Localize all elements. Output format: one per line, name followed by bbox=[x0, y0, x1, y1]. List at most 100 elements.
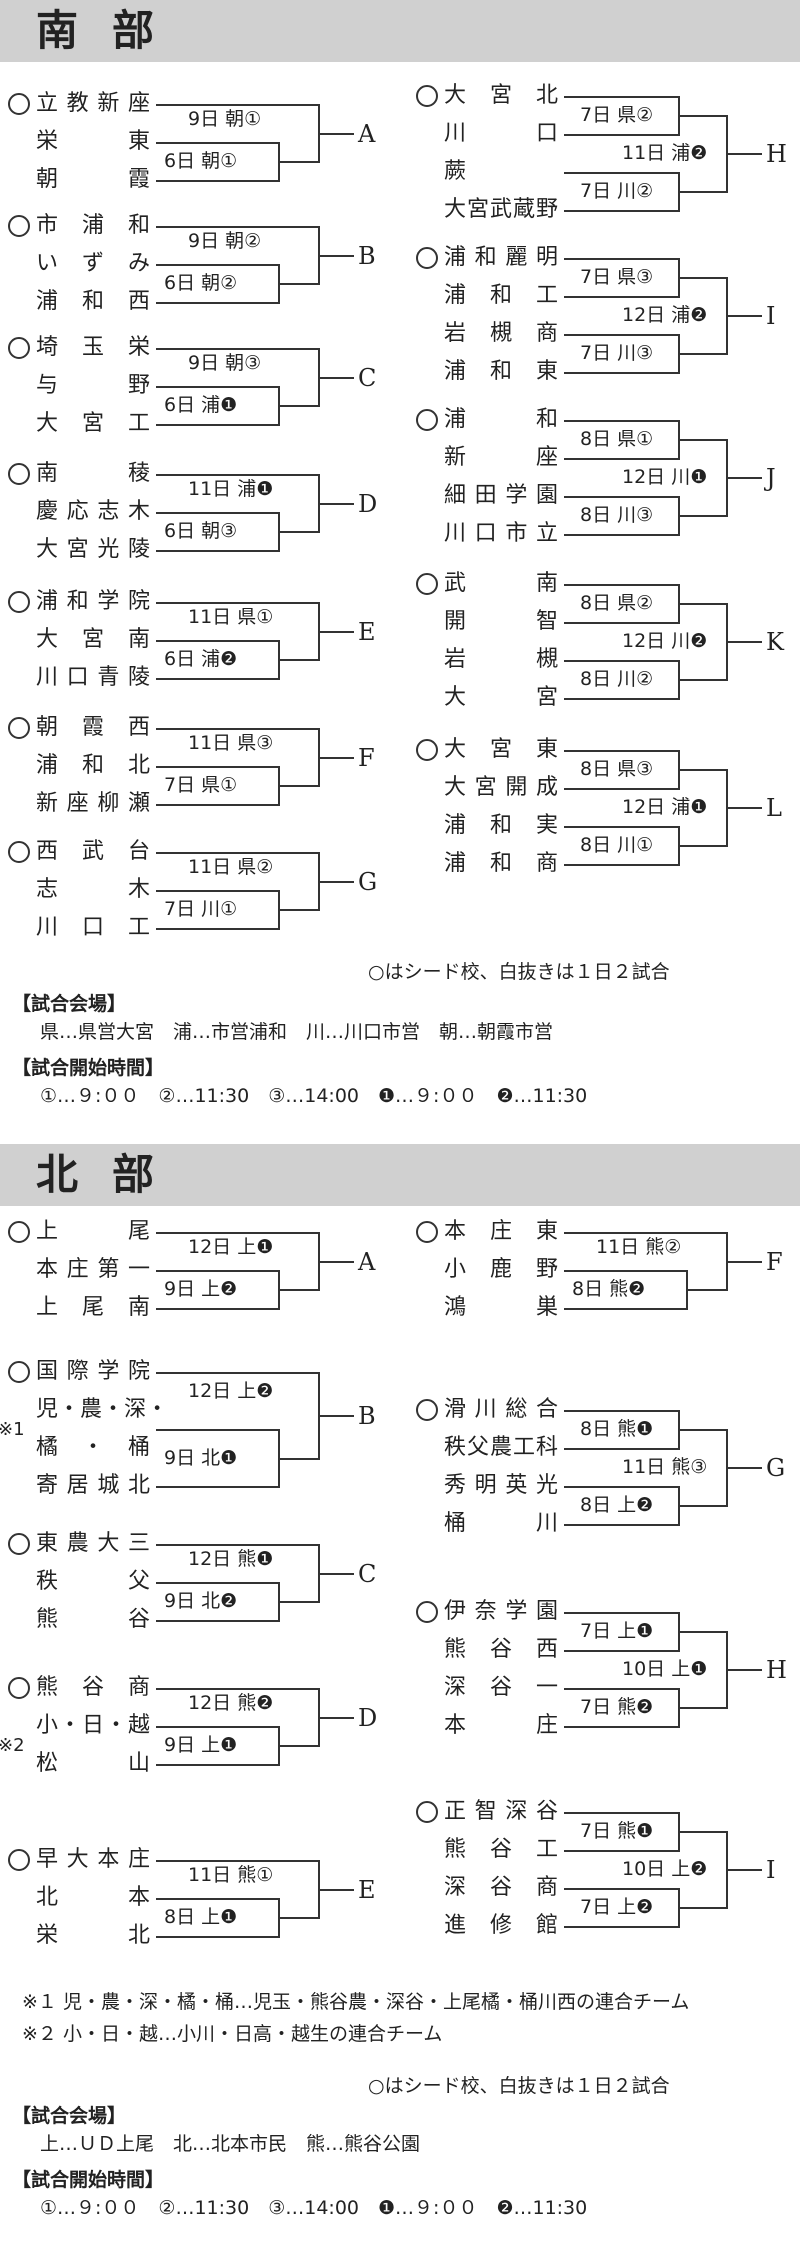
seed-mark bbox=[416, 739, 438, 761]
team-name: 国際学院 bbox=[8, 1360, 150, 1384]
seed-mark bbox=[8, 591, 30, 613]
match-label: 12日 上❶ bbox=[186, 1236, 276, 1258]
bracket-line bbox=[564, 1888, 678, 1890]
team-name: 浦和商 bbox=[416, 852, 558, 876]
team-name-char: 城 bbox=[97, 1473, 120, 1498]
team-name-char: 東 bbox=[127, 129, 150, 154]
team-name-char: 和 bbox=[127, 213, 150, 238]
match-label: 7日 川② bbox=[578, 180, 656, 202]
team-name: 上尾 bbox=[8, 1220, 150, 1244]
bracket-letter: C bbox=[358, 1559, 377, 1588]
bracket-line bbox=[564, 1650, 678, 1652]
team-name-char: 宮 bbox=[81, 411, 104, 436]
bracket-line bbox=[156, 226, 318, 228]
bracket-line bbox=[564, 210, 678, 212]
match-label: 11日 浦❷ bbox=[620, 142, 710, 164]
team-name-char: 工 bbox=[127, 411, 150, 436]
bracket-line bbox=[156, 852, 318, 854]
team-name-char: 浦 bbox=[444, 407, 467, 432]
team-name: 正智深谷 bbox=[416, 1800, 558, 1824]
bracket-line bbox=[156, 640, 278, 642]
bracket-line bbox=[564, 788, 678, 790]
match-label: 9日 北❷ bbox=[162, 1590, 240, 1612]
bracket-line bbox=[564, 420, 678, 422]
bracket-line bbox=[678, 115, 726, 117]
team-name-char: 工 bbox=[535, 1837, 558, 1862]
team-name-char: 野 bbox=[535, 197, 558, 222]
team-name: 浦和実 bbox=[416, 814, 558, 838]
team-name-char: 稜 bbox=[127, 461, 150, 486]
match-label: 8日 川② bbox=[578, 668, 656, 690]
team-name-char: 浦 bbox=[444, 359, 467, 384]
bracket-line bbox=[156, 180, 278, 182]
team-name: 栄東 bbox=[8, 130, 150, 154]
bracket-line bbox=[156, 1486, 278, 1488]
bracket-line bbox=[156, 1860, 318, 1862]
bracket-line bbox=[156, 1726, 278, 1728]
seed-mark bbox=[8, 841, 30, 863]
bracket-line bbox=[678, 1631, 726, 1633]
team-name-char: 市 bbox=[36, 213, 59, 238]
team-name-char: 大 bbox=[444, 775, 467, 800]
team-name: 鴻巣 bbox=[416, 1296, 558, 1320]
bracket-line bbox=[156, 386, 278, 388]
bracket-line bbox=[564, 698, 678, 700]
bracket-line bbox=[278, 531, 318, 533]
team-name-char: 一 bbox=[535, 1675, 558, 1700]
seed-mark bbox=[8, 1849, 30, 1871]
bracket-line bbox=[278, 1601, 318, 1603]
bracket-line bbox=[726, 153, 762, 155]
team-name: 朝霞西 bbox=[8, 716, 150, 740]
bracket-line bbox=[564, 496, 678, 498]
team-name-char: 霞 bbox=[81, 715, 104, 740]
bracket-line bbox=[726, 1467, 762, 1469]
team-name-char: 農 bbox=[489, 1435, 512, 1460]
team-name-char: 一 bbox=[127, 1257, 150, 1282]
team-name: 朝霞 bbox=[8, 168, 150, 192]
team-name: 川口 bbox=[416, 122, 558, 146]
bracket-letter: I bbox=[766, 1856, 776, 1884]
team-name-char: 南 bbox=[535, 571, 558, 596]
team-name: 本庄東 bbox=[416, 1220, 558, 1244]
match-label: 12日 川❷ bbox=[620, 630, 710, 652]
team-name-char: 谷 bbox=[489, 1837, 512, 1862]
team-name-char: 桶 bbox=[444, 1511, 467, 1536]
team-name-char: 栄 bbox=[127, 335, 150, 360]
team-name-char: 細 bbox=[444, 483, 467, 508]
bracket-letter: F bbox=[766, 1247, 783, 1276]
bracket-line bbox=[156, 766, 278, 768]
team-name: 熊谷商 bbox=[8, 1676, 150, 1700]
north-header: 北部 bbox=[0, 1144, 800, 1206]
bracket-line bbox=[318, 132, 354, 135]
bracket-line bbox=[564, 1850, 678, 1852]
team-name-char: 本 bbox=[97, 1847, 120, 1872]
bracket-line bbox=[318, 880, 354, 883]
bracket-line bbox=[156, 1688, 318, 1690]
match-label: 8日 川③ bbox=[578, 504, 656, 526]
team-name-char: 大 bbox=[66, 1847, 89, 1872]
bracket-letter: D bbox=[358, 1703, 378, 1732]
match-label: 12日 熊❷ bbox=[186, 1692, 276, 1714]
team-name-char: 桶 bbox=[127, 1435, 150, 1460]
team-name-char: 開 bbox=[505, 775, 528, 800]
team-name: 本庄第一 bbox=[8, 1258, 150, 1282]
team-name: 細田学園 bbox=[416, 484, 558, 508]
team-name-char: 東 bbox=[535, 737, 558, 762]
team-name: 浦和 bbox=[416, 408, 558, 432]
team-name-char: 谷 bbox=[489, 1675, 512, 1700]
team-name-char: ・ bbox=[104, 1713, 127, 1738]
bracket-line bbox=[278, 785, 318, 787]
team-name: 浦和学院 bbox=[8, 590, 150, 614]
team-name-char: 栄 bbox=[36, 129, 59, 154]
bracket-line bbox=[156, 728, 318, 730]
team-name: 西武台 bbox=[8, 840, 150, 864]
team-name-char: 明 bbox=[535, 245, 558, 270]
bracket-line bbox=[156, 1429, 278, 1431]
bracket-line bbox=[564, 134, 678, 136]
team-name-char: 学 bbox=[97, 589, 120, 614]
team-name-char: 宮 bbox=[489, 83, 512, 108]
team-name-char: 浦 bbox=[36, 289, 59, 314]
team-name-char: 和 bbox=[81, 753, 104, 778]
